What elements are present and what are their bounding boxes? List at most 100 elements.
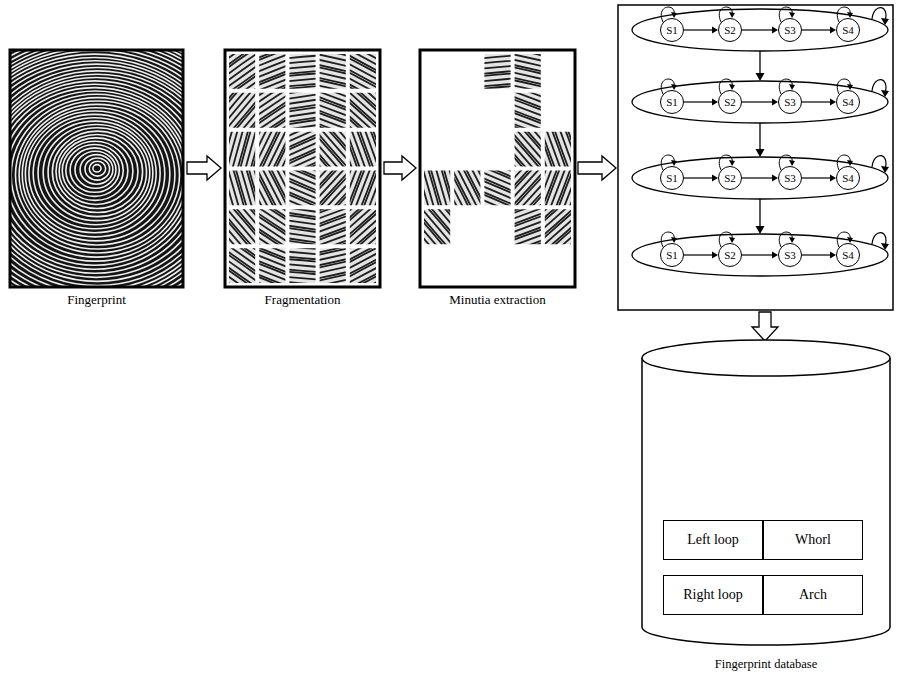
image-frame [10, 50, 183, 287]
ridge-line [244, 64, 349, 81]
state-circle: S2 [718, 90, 742, 114]
ridge-line [297, 163, 377, 234]
ridge-line [268, 131, 366, 174]
transition-line [742, 177, 772, 178]
ridge-line [483, 140, 555, 219]
ridge-line [349, 45, 429, 117]
ridge-line [181, 47, 251, 130]
model-frame [618, 5, 893, 310]
tile-ridges [236, 128, 368, 250]
ridge-line [524, 198, 604, 269]
ridge-line [56, 135, 138, 209]
ridge-line [579, 84, 617, 184]
ridge-line [210, 160, 259, 255]
ridge-line [62, 141, 128, 200]
ridge-line [304, 218, 398, 269]
state-label: S4 [842, 96, 854, 109]
ridge-line [203, 43, 293, 105]
block-arrow [384, 156, 416, 180]
state-label: S2 [724, 24, 736, 37]
ridge-line [418, 173, 488, 254]
state-chain-ellipse [632, 81, 888, 123]
ridge-line [253, 194, 358, 210]
ridge-line [475, 98, 575, 136]
tile-ridges [210, 121, 335, 255]
ridge-line [372, 211, 443, 294]
state-circle: S3 [778, 166, 802, 190]
ridge-line [202, 91, 232, 194]
ridge-line [237, 90, 335, 136]
ridge-line [274, 127, 323, 222]
ridge-line [247, 32, 353, 42]
fragment-tile [405, 121, 530, 255]
ridge-line [485, 70, 585, 109]
ridge-line [75, 151, 116, 188]
state-label: S1 [666, 249, 678, 262]
ridge-line [186, 51, 257, 134]
transition-line [802, 254, 830, 255]
ridge-line [304, 123, 343, 223]
ridge-line [0, 61, 227, 298]
fragment-tile [463, 168, 592, 286]
ridge-line [499, 123, 538, 223]
ridge-line [236, 211, 335, 251]
ridge-line [460, 140, 558, 183]
ridge-line [476, 59, 580, 83]
ridge-line [244, 173, 333, 232]
state-chain-ellipse [632, 9, 888, 51]
ridge-line [443, 141, 492, 235]
ridge-line [173, 5, 261, 68]
ridge-line [318, 185, 398, 255]
ridge-line [435, 158, 505, 239]
ridge-line [383, 153, 422, 253]
ridge-line [466, 177, 566, 215]
fragment-tile [236, 128, 368, 250]
ridge-line [312, 232, 406, 283]
ridge-line [441, 27, 547, 38]
state-circle: S1 [660, 243, 684, 267]
connector [742, 99, 778, 106]
state-label: S1 [666, 172, 678, 185]
ridge-line [245, 66, 350, 84]
tile-ridges [500, 84, 617, 213]
ridge-line [176, 266, 264, 329]
class-box: Left loop [663, 520, 763, 560]
ridge-line [504, 125, 542, 224]
fragment-tile [175, 158, 309, 295]
connector [187, 156, 221, 180]
fragment-tile [246, 218, 359, 313]
ridge-line [0, 51, 239, 310]
state-circle: S1 [660, 166, 684, 190]
ridge-line [207, 12, 306, 52]
ridge-line [501, 172, 581, 243]
ridge-line [252, 227, 358, 237]
ridge-line [190, 87, 220, 190]
ridge-line [234, 219, 333, 258]
ridge-line [465, 128, 563, 171]
ridge-line [0, 81, 202, 273]
state-label: S2 [724, 172, 736, 185]
ridge-line [247, 35, 353, 47]
image-frame [225, 50, 380, 287]
ridge-line [329, 266, 423, 317]
image-frame [420, 50, 575, 287]
ridge-line [228, 81, 317, 141]
ridge-line [0, 84, 197, 269]
ridge-line [246, 27, 352, 38]
ridge-line [476, 95, 576, 133]
ridge-line [302, 72, 396, 123]
ridge-line [465, 173, 565, 210]
ridge-line [233, 191, 322, 249]
caption: Fingerprint database [715, 657, 817, 671]
block-arrow [752, 312, 778, 341]
ridge-line [271, 177, 371, 215]
ridge-line [33, 118, 156, 229]
ridge-line [473, 132, 545, 211]
ridge-line [295, 160, 375, 231]
tile-ridges [463, 168, 592, 286]
ridge-line [320, 248, 414, 298]
ridge-line [538, 214, 618, 284]
ridge-line [242, 176, 331, 235]
ridge-line [425, 167, 495, 248]
